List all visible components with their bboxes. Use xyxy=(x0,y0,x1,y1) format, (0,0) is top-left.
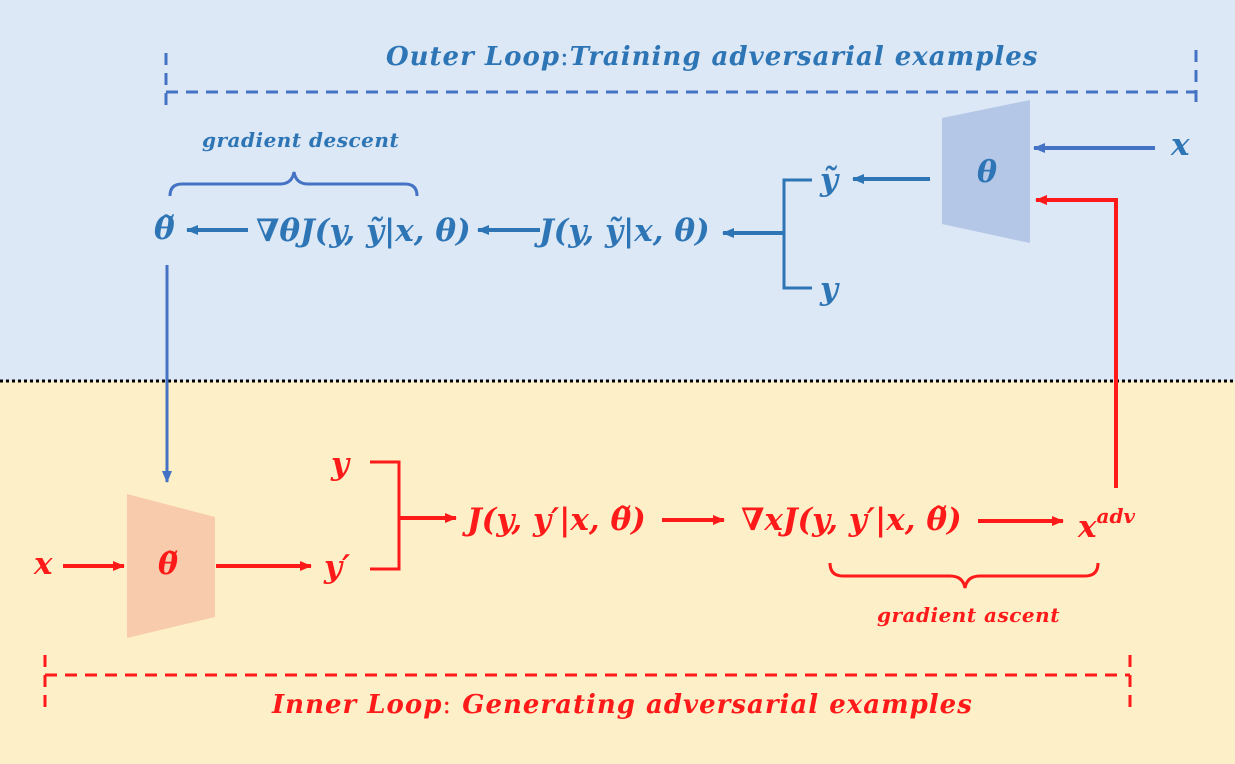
gradient-descent-brace xyxy=(168,171,419,197)
inner-gradient: ∇xJ(y, y′|x, θ̃) xyxy=(741,502,962,538)
inner-loop-title-bold: Inner Loop xyxy=(272,690,443,720)
inner-loop-span xyxy=(43,655,1132,715)
outer-loop-title: Outer Loop:Training adversarial examples xyxy=(386,44,1038,70)
inner-x-adv: xadv xyxy=(1078,506,1135,543)
outer-loop-title-rest: Training adversarial examples xyxy=(569,42,1039,72)
inner-loop-title-rest: Generating adversarial examples xyxy=(462,690,973,720)
outer-loss: J(y, ỹ|x, θ) xyxy=(539,213,710,249)
inner-y: y xyxy=(331,446,350,482)
gradient-ascent-note: gradient ascent xyxy=(877,603,1060,627)
outer-model-block xyxy=(942,100,1030,243)
outer-gradient: ∇θJ(y, ỹ|x, θ) xyxy=(256,213,471,249)
inner-model-theta-tilde: θ̃ xyxy=(158,547,179,582)
outer-model-theta: θ xyxy=(977,155,998,190)
inner-loss: J(y, y′|x, θ̃) xyxy=(467,502,646,538)
outer-loop-title-colon: : xyxy=(560,42,570,72)
inner-loop-title-colon: : xyxy=(442,690,453,720)
inner-x-adv-base: x xyxy=(1078,509,1097,545)
outer-loop-span xyxy=(164,50,1198,112)
inner-output-bracket xyxy=(370,460,401,571)
inner-loop-title: Inner Loop: Generating adversarial examp… xyxy=(272,692,973,718)
inner-x-adv-sup: adv xyxy=(1096,504,1136,528)
outer-y: y xyxy=(820,271,839,307)
outer-input-x: x xyxy=(1171,127,1190,163)
outer-loop-title-bold: Outer Loop xyxy=(386,42,560,72)
inner-y-prime: y′ xyxy=(324,549,351,585)
inner-model-block xyxy=(127,494,215,638)
gradient-descent-note: gradient descent xyxy=(202,128,400,152)
outer-theta-tilde: θ̃ xyxy=(154,211,175,247)
arrow-xadv-to-outer-model xyxy=(1035,195,1118,488)
gradient-ascent-brace xyxy=(828,562,1100,589)
inner-input-x: x xyxy=(34,546,53,582)
outer-y-tilde: ỹ xyxy=(820,162,839,198)
